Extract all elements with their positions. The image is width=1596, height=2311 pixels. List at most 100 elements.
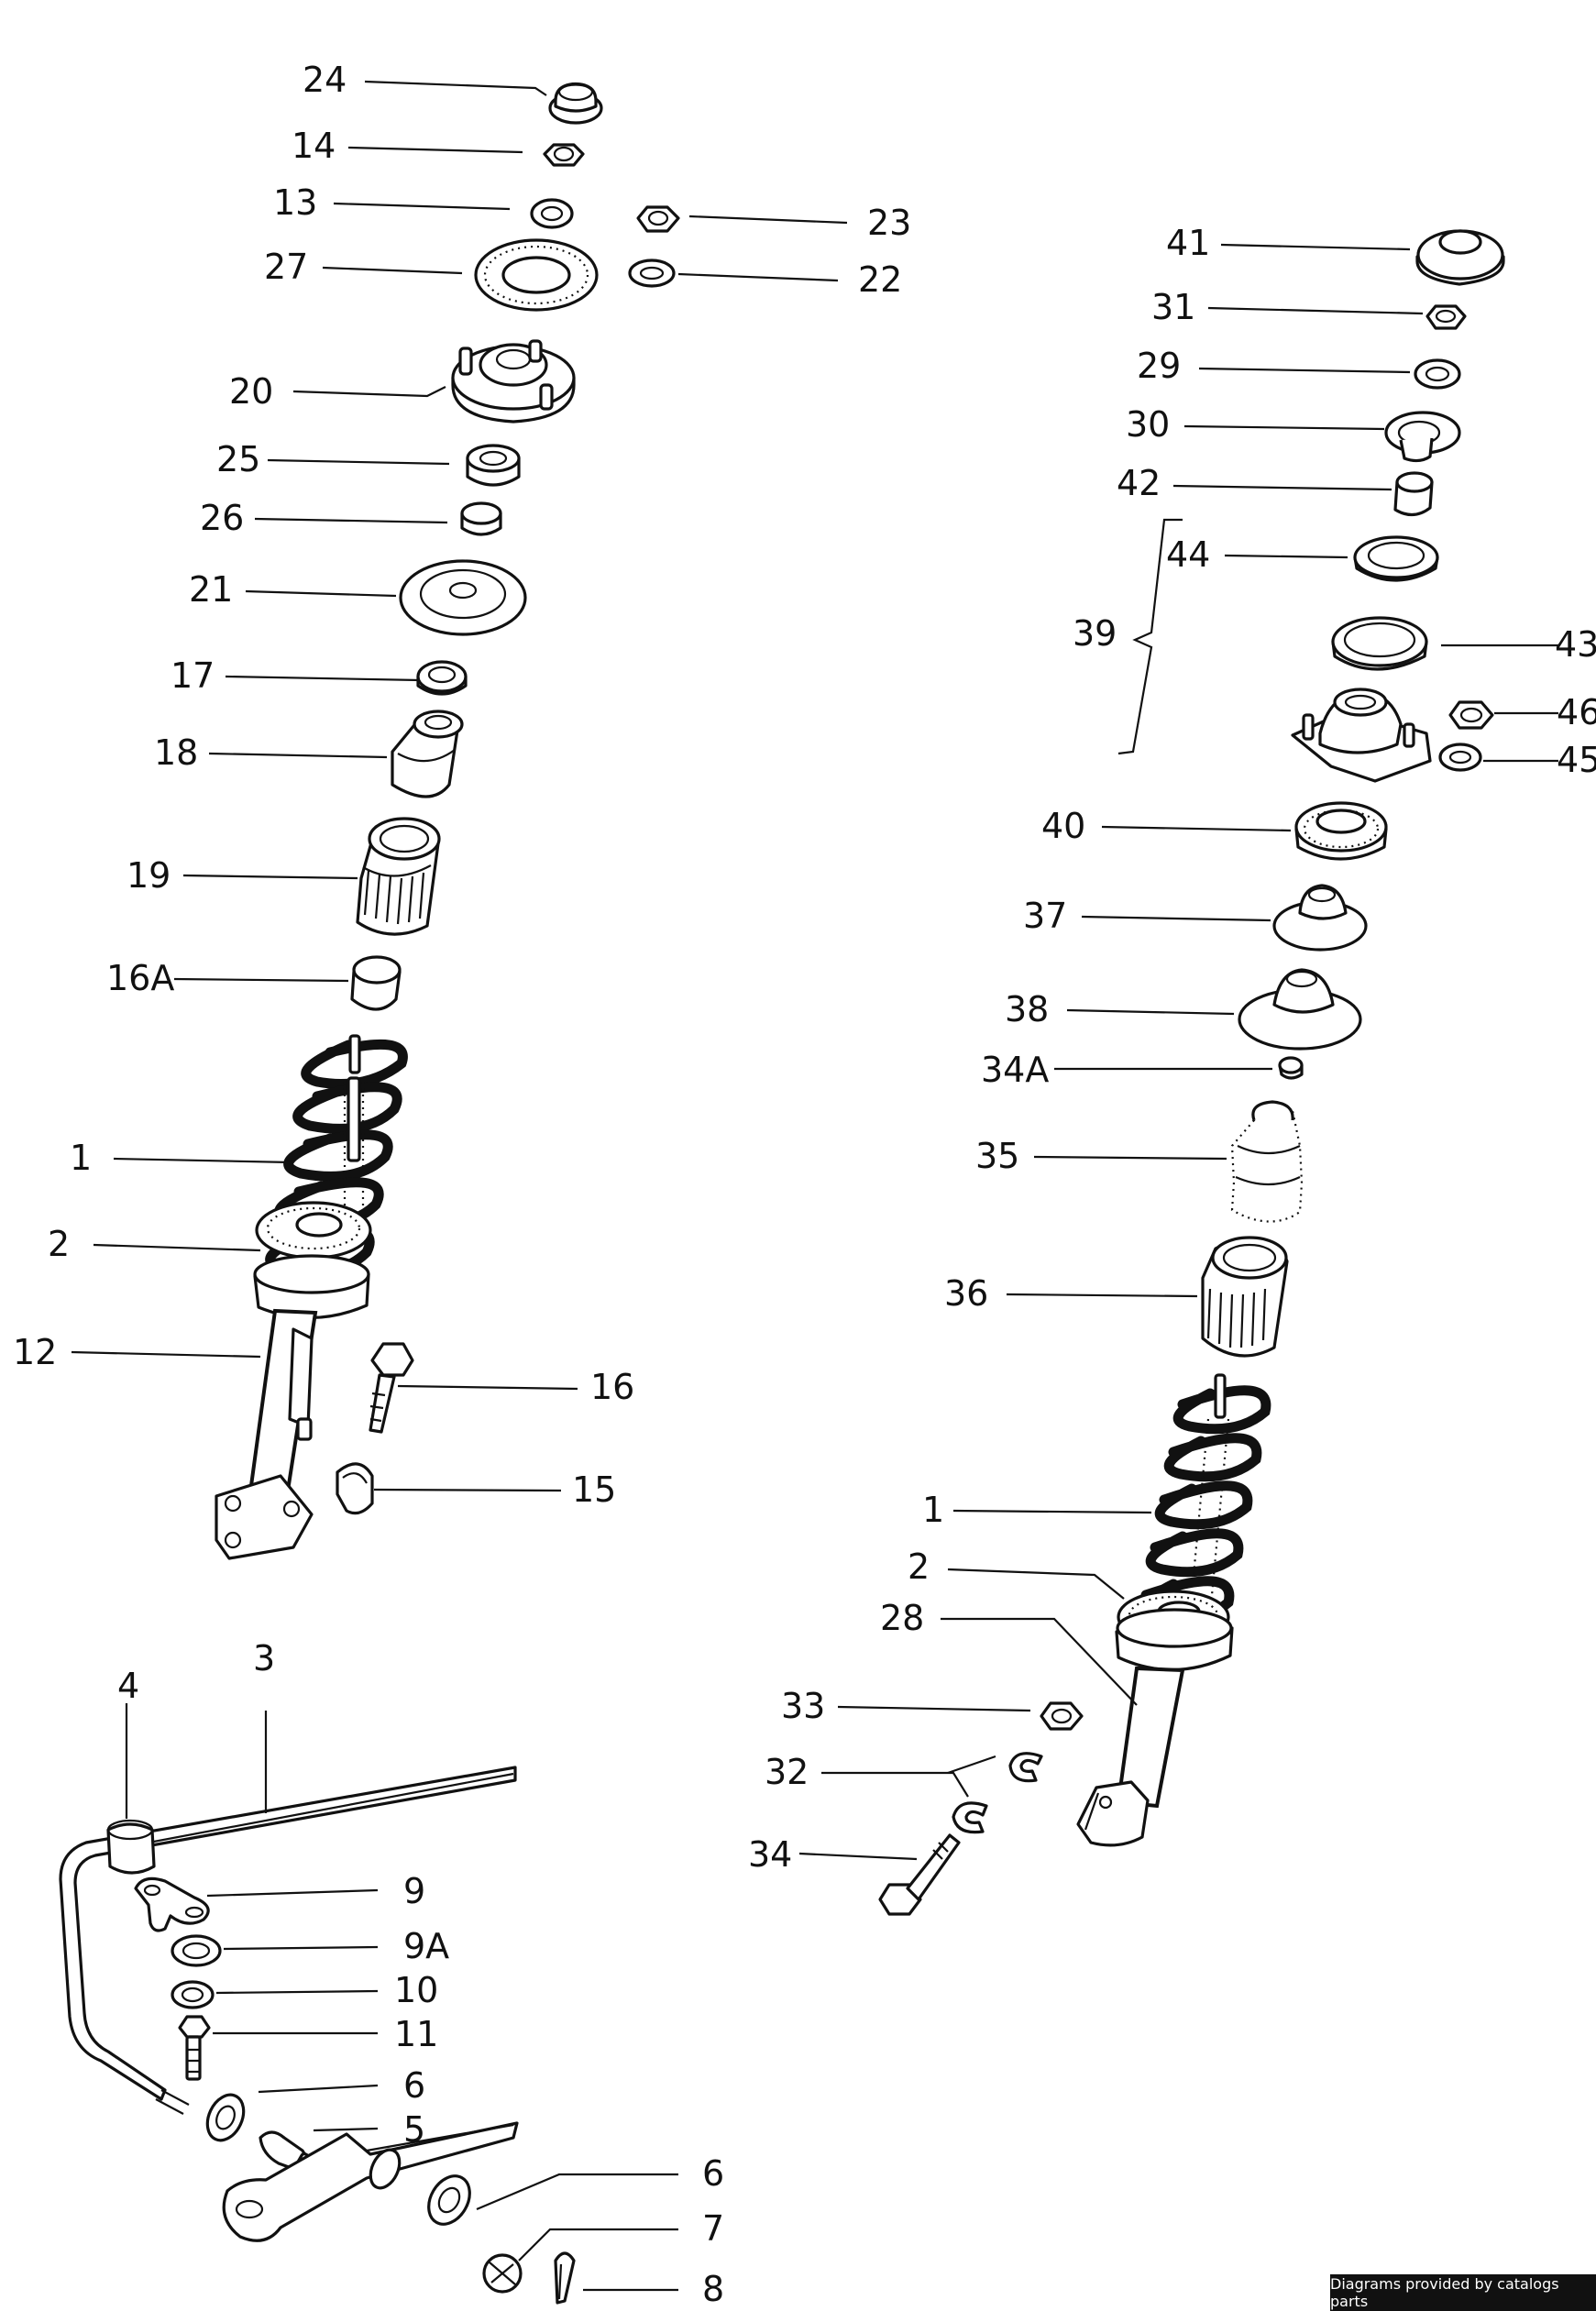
label-6-upper: 6 <box>403 2065 425 2106</box>
label-46: 46 <box>1557 692 1596 732</box>
bracket-39 <box>1117 518 1183 755</box>
label-4: 4 <box>117 1666 139 1706</box>
label-18: 18 <box>154 732 198 773</box>
part-32-clip-lower <box>952 1801 988 1834</box>
label-24: 24 <box>303 60 347 100</box>
part-21-spring-seat <box>399 559 527 636</box>
part-labels: 24 14 13 27 23 22 20 25 26 21 17 18 19 1… <box>13 60 1596 2309</box>
label-22: 22 <box>858 259 902 300</box>
leader-lines <box>71 80 1558 2292</box>
part-40-pad <box>1294 801 1388 861</box>
part-32-clip-upper <box>1008 1752 1043 1783</box>
label-7: 7 <box>702 2208 724 2249</box>
label-3: 3 <box>253 1638 275 1678</box>
label-29: 29 <box>1137 346 1181 386</box>
part-16a-bushing <box>350 955 402 1011</box>
part-8-cotter-pin <box>554 2251 576 2305</box>
part-41-cap <box>1415 229 1505 286</box>
label-37: 37 <box>1023 896 1067 936</box>
label-19: 19 <box>127 855 171 896</box>
part-7-castle-nut <box>482 2253 523 2294</box>
footer-credit: Diagrams provided by catalogs parts <box>1330 2274 1596 2311</box>
label-28: 28 <box>880 1598 924 1638</box>
part-45-washer <box>1438 743 1482 772</box>
label-20: 20 <box>229 371 273 412</box>
label-5: 5 <box>403 2109 425 2150</box>
right-strut-assembly <box>878 229 1505 1916</box>
part-42-sleeve <box>1393 471 1434 517</box>
label-15: 15 <box>572 1469 616 1510</box>
label-42: 42 <box>1117 463 1161 503</box>
part-29-washer <box>1414 358 1461 390</box>
part-23-nut <box>636 205 680 233</box>
part-35-bump-stop <box>1230 1100 1304 1223</box>
label-34: 34 <box>748 1834 792 1875</box>
part-9-bracket <box>134 1876 210 1932</box>
label-21: 21 <box>189 569 233 610</box>
part-2-spring-pad-left <box>255 1201 372 1260</box>
label-27: 27 <box>264 247 308 287</box>
part-17-ring <box>416 660 468 696</box>
part-13-washer <box>530 198 574 229</box>
part-15-clamp <box>336 1462 374 1515</box>
part-18-bump-stop <box>391 710 464 798</box>
part-14-nut <box>543 143 585 167</box>
part-34a-sleeve <box>1278 1056 1304 1080</box>
part-39-strut-mount <box>1291 688 1432 783</box>
part-36-dust-boot <box>1201 1236 1289 1358</box>
part-10-lock-washer <box>171 1980 215 2009</box>
label-1-left: 1 <box>70 1138 92 1178</box>
label-30: 30 <box>1126 404 1170 445</box>
label-34a: 34A <box>981 1050 1049 1090</box>
label-16: 16 <box>590 1367 634 1407</box>
label-38: 38 <box>1005 989 1049 1029</box>
label-35: 35 <box>975 1136 1019 1176</box>
label-14: 14 <box>292 126 336 166</box>
label-2-right: 2 <box>908 1546 930 1587</box>
part-26-spacer <box>460 501 502 536</box>
part-37-seat <box>1272 884 1368 952</box>
part-12-strut-housing <box>215 1254 370 1560</box>
part-24-cap <box>548 82 603 125</box>
part-16-bolt <box>369 1342 414 1434</box>
label-16a: 16A <box>106 958 174 998</box>
label-6-lower: 6 <box>702 2153 724 2194</box>
label-31: 31 <box>1151 287 1195 327</box>
part-19-dust-boot <box>356 817 441 936</box>
label-32: 32 <box>765 1752 809 1792</box>
part-30-cup <box>1384 411 1461 463</box>
label-33: 33 <box>781 1686 825 1726</box>
label-23: 23 <box>867 203 911 243</box>
label-41: 41 <box>1166 223 1210 263</box>
left-strut-assembly <box>215 82 680 1560</box>
part-27-gasket <box>474 238 599 312</box>
label-10: 10 <box>394 1970 438 2010</box>
label-8: 8 <box>702 2269 724 2309</box>
label-9a: 9A <box>403 1926 449 1966</box>
part-33-nut <box>1040 1701 1084 1731</box>
part-46-nut <box>1448 700 1494 730</box>
part-4-bushing <box>106 1819 156 1875</box>
label-43: 43 <box>1555 624 1596 665</box>
label-11: 11 <box>394 2014 438 2054</box>
label-2-left: 2 <box>48 1224 70 1264</box>
label-45: 45 <box>1557 740 1596 780</box>
part-6-washer-lower <box>427 2174 471 2226</box>
label-9: 9 <box>403 1871 425 1911</box>
label-36: 36 <box>944 1273 988 1314</box>
label-17: 17 <box>171 655 215 696</box>
part-31-nut <box>1425 304 1467 330</box>
label-44: 44 <box>1166 534 1210 575</box>
label-25: 25 <box>216 439 260 479</box>
part-34-bolt <box>878 1833 961 1916</box>
control-arm <box>222 2121 519 2242</box>
bar-end-thread <box>155 2089 190 2115</box>
part-1-coil-spring-right <box>1136 1373 1271 1625</box>
part-6-washer-upper <box>205 2093 246 2142</box>
part-28-strut-housing <box>1076 1608 1234 1847</box>
label-39: 39 <box>1073 613 1117 654</box>
part-9a-washer <box>171 1934 222 1967</box>
stabilizer-assembly <box>59 1766 576 2305</box>
part-43-ring <box>1331 616 1428 671</box>
